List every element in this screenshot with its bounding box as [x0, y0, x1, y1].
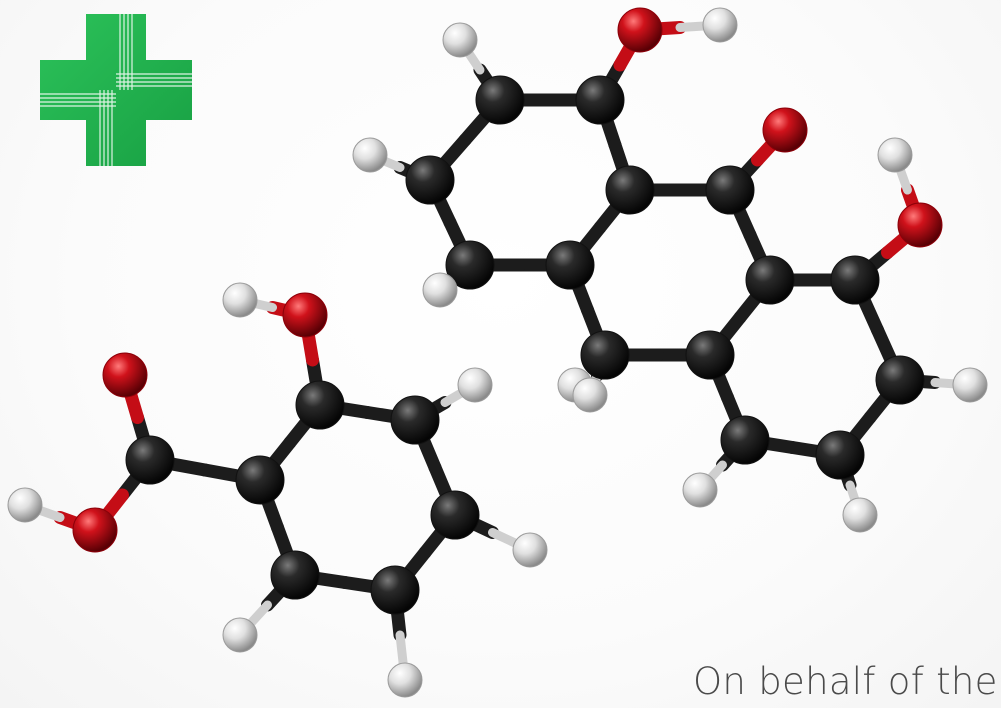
hydrogen-atom [222, 282, 258, 318]
hydrogen-atom [572, 377, 608, 413]
oxygen-atom [102, 352, 148, 398]
hydrogen-atom [952, 367, 988, 403]
hydrogen-atom [352, 137, 388, 173]
oxygen-atom [762, 107, 808, 153]
hydrogen-atom [442, 22, 478, 58]
carbon-atom [875, 355, 925, 405]
carbon-atom [830, 255, 880, 305]
carbon-atom [575, 75, 625, 125]
carbon-atom [545, 240, 595, 290]
carbon-atom [745, 255, 795, 305]
carbon-atom [705, 165, 755, 215]
hydrogen-atom [422, 272, 458, 308]
oxygen-atom [282, 292, 328, 338]
carbon-atom [605, 165, 655, 215]
carbon-atom [390, 395, 440, 445]
hydrogen-atom [842, 497, 878, 533]
green-cross-icon [40, 14, 192, 166]
carbon-atom [720, 415, 770, 465]
oxygen-atom [72, 507, 118, 553]
carbon-atom [475, 75, 525, 125]
carbon-atom [235, 455, 285, 505]
carbon-atom [370, 565, 420, 615]
hydrogen-atom [512, 532, 548, 568]
oxygen-atom [897, 202, 943, 248]
hydrogen-atom [682, 472, 718, 508]
carbon-atom [295, 380, 345, 430]
hydrogen-atom [222, 617, 258, 653]
carbon-atom [430, 490, 480, 540]
hydrogen-atom [7, 487, 43, 523]
carbon-atom [580, 330, 630, 380]
hydrogen-atom [457, 367, 493, 403]
carbon-atom [405, 155, 455, 205]
carbon-atom [685, 330, 735, 380]
hydrogen-atom [877, 137, 913, 173]
hydrogen-atom [702, 7, 738, 43]
hydrogen-atom [387, 662, 423, 698]
carbon-atom [125, 435, 175, 485]
carbon-atom [815, 430, 865, 480]
caption-text: On behalf of the [693, 660, 998, 703]
molecule-atoms [7, 7, 988, 698]
oxygen-atom [617, 7, 663, 53]
carbon-atom [445, 240, 495, 290]
carbon-atom [270, 550, 320, 600]
